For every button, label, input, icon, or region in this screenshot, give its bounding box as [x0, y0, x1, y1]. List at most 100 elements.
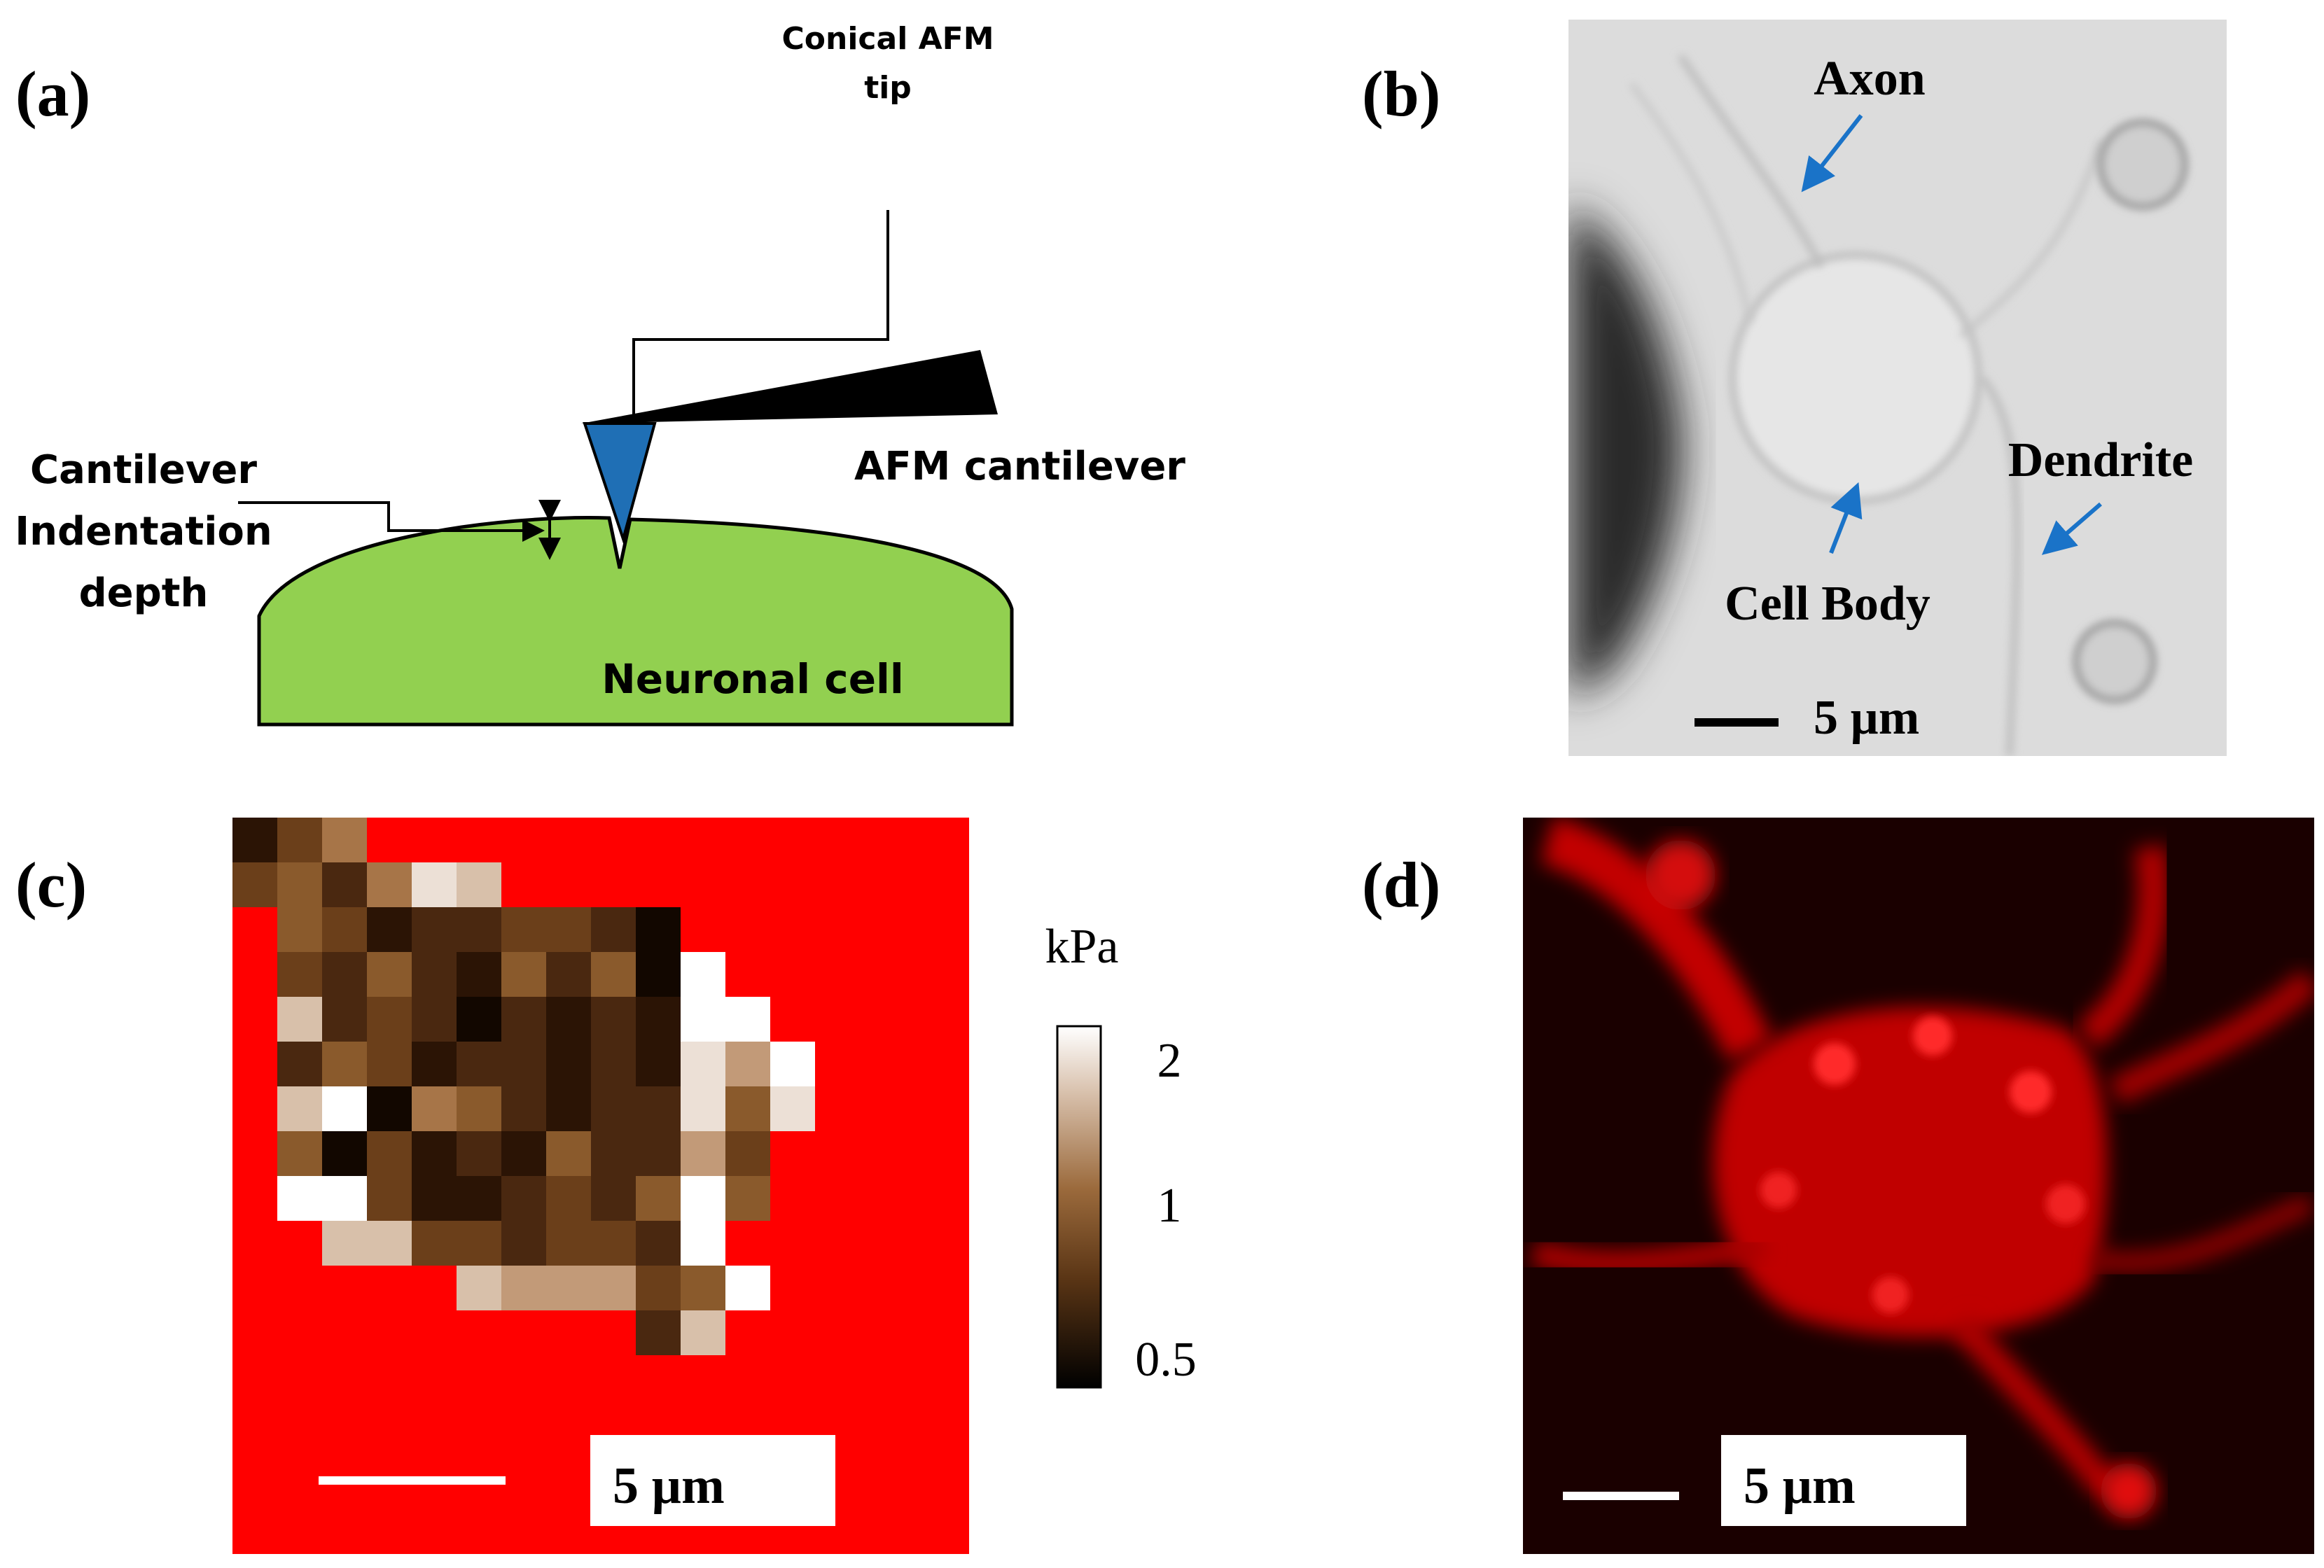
scale-box-c	[590, 1435, 835, 1526]
stiffness-map-pixel	[501, 1042, 546, 1086]
stiffness-map-pixel	[681, 1221, 725, 1266]
stiffness-map-pixel	[546, 1266, 591, 1310]
stiffness-map-pixel	[501, 952, 546, 997]
stiffness-map-pixel	[636, 952, 681, 997]
scale-box-d	[1721, 1435, 1966, 1526]
stiffness-map-pixel	[322, 862, 367, 907]
stiffness-map-pixel	[457, 862, 501, 907]
stiffness-map-pixel	[322, 1042, 367, 1086]
panel-d-letter: (d)	[1362, 849, 1440, 920]
colorbar-tick-1: 1	[1157, 1179, 1182, 1233]
stiffness-map-pixel	[591, 907, 636, 952]
cellbody-arrow	[1829, 482, 1863, 554]
panel-a-letter: (a)	[15, 58, 90, 130]
conical-tip-shape	[583, 422, 657, 544]
stiffness-map-pixel	[367, 952, 412, 997]
depth-label-line3: depth	[79, 570, 209, 616]
stiffness-map-pixel	[546, 1221, 591, 1266]
afm-cantilever-shape	[581, 350, 998, 424]
stiffness-map-pixel	[412, 1086, 457, 1131]
neuronal-cell-shape	[257, 516, 1014, 727]
stiffness-map-pixel	[367, 862, 412, 907]
panel-c-letter: (c)	[15, 849, 87, 920]
stiffness-map-pixel	[591, 1266, 636, 1310]
stiffness-map-pixel	[412, 1221, 457, 1266]
stiffness-map-pixel	[277, 1131, 322, 1176]
stiffness-map-pixel	[412, 1131, 457, 1176]
brightfield-image	[1568, 20, 2227, 756]
stiffness-map-pixel	[501, 1131, 546, 1176]
stiffness-map-pixel	[546, 952, 591, 997]
stiffness-map-pixel	[591, 1042, 636, 1086]
panel-d: (d)	[1362, 818, 2314, 1554]
stiffness-map-pixel	[636, 997, 681, 1042]
panel-c: (c) kPa 2 1 0.5 5 µm	[15, 818, 1197, 1554]
stiffness-map-pixel	[367, 1221, 412, 1266]
stiffness-map-pixel	[636, 1176, 681, 1221]
colorbar-tick-0-5: 0.5	[1135, 1333, 1197, 1387]
stiffness-map-pixel	[681, 1131, 725, 1176]
stiffness-map-pixel	[501, 1221, 546, 1266]
stiffness-map-pixel	[681, 1086, 725, 1131]
stiffness-map-pixel	[277, 952, 322, 997]
stiffness-map-cells	[232, 818, 815, 1355]
stiffness-map-pixel	[457, 1266, 501, 1310]
stiffness-map-pixel	[636, 1221, 681, 1266]
stiffness-map-pixel	[591, 1221, 636, 1266]
stiffness-map-pixel	[322, 952, 367, 997]
stiffness-map-pixel	[277, 1086, 322, 1131]
stiffness-map-pixel	[322, 997, 367, 1042]
tip-label-line2: tip	[864, 70, 912, 106]
stiffness-map-pixel	[457, 1086, 501, 1131]
cellbody-label: Cell Body	[1725, 577, 1930, 631]
axon-arrow	[1801, 114, 1863, 192]
tip-label-line1: Conical AFM	[782, 21, 994, 57]
stiffness-map-pixel	[277, 907, 322, 952]
stiffness-map-pixel	[412, 997, 457, 1042]
stiffness-map-pixel	[591, 1086, 636, 1131]
stiffness-map-pixel	[367, 1042, 412, 1086]
stiffness-map-pixel	[367, 1086, 412, 1131]
stiffness-map-pixel	[770, 1086, 815, 1131]
stiffness-map-pixel	[367, 907, 412, 952]
stiffness-map-pixel	[277, 1042, 322, 1086]
stiffness-map-pixel	[501, 997, 546, 1042]
stiffness-map-pixel	[546, 1176, 591, 1221]
dendrite-label: Dendrite	[2008, 433, 2193, 487]
stiffness-map-pixel	[277, 862, 322, 907]
stiffness-map-pixel	[322, 818, 367, 862]
stiffness-map-pixel	[681, 1176, 725, 1221]
stiffness-map-pixel	[457, 1221, 501, 1266]
stiffness-map-pixel	[636, 1131, 681, 1176]
stiffness-map-pixel	[591, 1176, 636, 1221]
stiffness-map-pixel	[277, 997, 322, 1042]
stiffness-map-pixel	[681, 1042, 725, 1086]
stiffness-map-pixel	[546, 1086, 591, 1131]
afm-cantilever-label: AFM cantilever	[854, 444, 1185, 489]
stiffness-map-pixel	[546, 1042, 591, 1086]
stiffness-map-pixel	[636, 1310, 681, 1355]
stiffness-map-pixel	[232, 818, 277, 862]
stiffness-map-pixel	[367, 1176, 412, 1221]
colorbar-unit-label: kPa	[1045, 920, 1119, 974]
stiffness-map-pixel	[322, 1221, 367, 1266]
stiffness-map-pixel	[277, 818, 322, 862]
scale-label-c: 5 µm	[613, 1457, 725, 1515]
stiffness-map-pixel	[367, 997, 412, 1042]
depth-pointer-line	[238, 501, 545, 542]
stiffness-map-pixel	[457, 1176, 501, 1221]
stiffness-map-pixel	[681, 997, 725, 1042]
stiffness-map-pixel	[457, 907, 501, 952]
stiffness-map-pixel	[501, 1086, 546, 1131]
stiffness-map-pixel	[412, 1176, 457, 1221]
stiffness-map-pixel	[457, 997, 501, 1042]
neuronal-cell-label: Neuronal cell	[601, 655, 904, 703]
stiffness-map-pixel	[725, 1266, 770, 1310]
fluorescence-image	[1523, 818, 2314, 1554]
depth-label-line1: Cantilever	[30, 447, 257, 493]
stiffness-map-pixel	[546, 997, 591, 1042]
stiffness-map-pixel	[636, 1086, 681, 1131]
stiffness-map-pixel	[591, 1131, 636, 1176]
stiffness-map-pixel	[457, 1042, 501, 1086]
stiffness-map-pixel	[457, 1131, 501, 1176]
